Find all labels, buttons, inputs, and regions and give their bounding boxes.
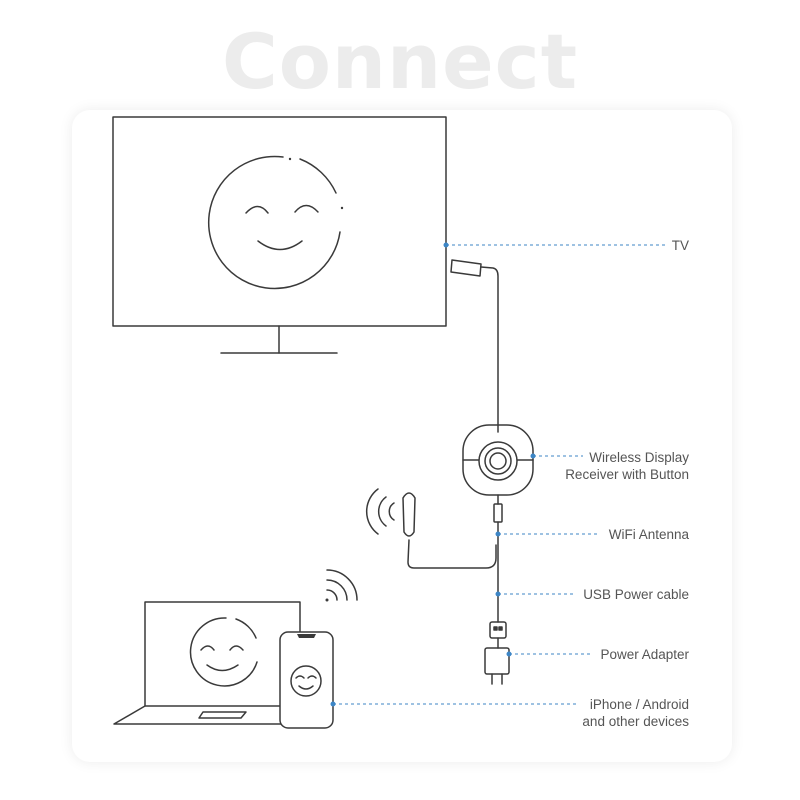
power-adapter-label: Power Adapter [600, 647, 689, 662]
hdmi-cable-icon [450, 259, 499, 433]
page-title: Connect [221, 17, 579, 106]
receiver-dongle-icon [462, 424, 534, 496]
tv-icon [112, 116, 447, 354]
leader-lines [333, 244, 668, 705]
laptop-smiley-icon [189, 617, 258, 687]
usb-power-cable-icon [493, 494, 503, 623]
wifi-antenna-icon [402, 492, 497, 569]
diagram-card [72, 110, 732, 762]
smartphone-icon [279, 631, 334, 729]
usb-plug-icon [489, 621, 507, 649]
wifi-antenna-label: WiFi Antenna [608, 527, 689, 542]
devices-label: iPhone / Android and other devices [582, 697, 689, 729]
usb-power-cable-label: USB Power cable [583, 587, 689, 602]
smiley-face-icon [207, 155, 344, 290]
leader-dots [330, 242, 536, 707]
power-adapter-icon [484, 647, 510, 685]
laptop-icon [113, 601, 301, 725]
receiver-label: Wireless Display Receiver with Button [565, 450, 689, 482]
tv-label: TV [671, 238, 689, 253]
wifi-signal-icon [365, 488, 395, 535]
wifi-signal-icon [325, 569, 358, 602]
